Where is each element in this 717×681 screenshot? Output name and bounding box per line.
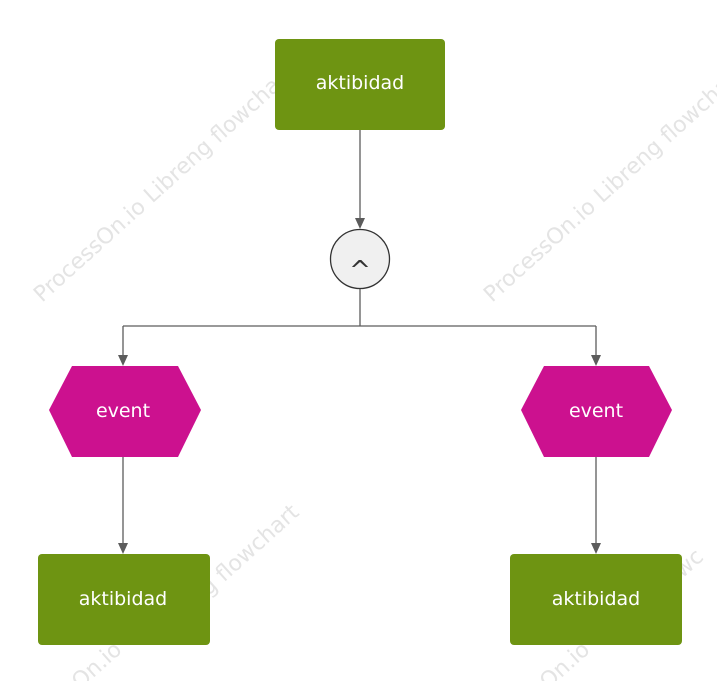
gateway-circle [329,228,391,290]
watermark-text: ProcessOn.io Libreng flowchart [479,61,717,307]
activity-label: aktibidad [552,588,640,610]
and-gateway[interactable]: ^ [329,228,391,290]
activity-label: aktibidad [316,72,404,94]
event-node-left[interactable]: event [49,366,201,457]
activity-node-right[interactable]: aktibidad [510,554,682,645]
arrowhead [591,355,601,366]
arrowhead [355,218,365,229]
watermark-text: ProcessOn.io Libreng flowchart [29,61,299,307]
event-label: event [569,400,623,422]
activity-box [275,39,445,130]
event-hexagon [49,366,201,457]
event-hexagon [521,366,672,457]
event-label: event [96,400,150,422]
activity-label: aktibidad [79,588,167,610]
activity-node-left[interactable]: aktibidad [38,554,210,645]
connectors [118,130,601,554]
activity-box [510,554,682,645]
arrowhead [118,543,128,554]
activity-node-top[interactable]: aktibidad [275,39,445,130]
and-symbol-icon: ^ [349,256,371,286]
activity-box [38,554,210,645]
arrowhead [591,543,601,554]
event-node-right[interactable]: event [521,366,672,457]
arrowhead [118,355,128,366]
